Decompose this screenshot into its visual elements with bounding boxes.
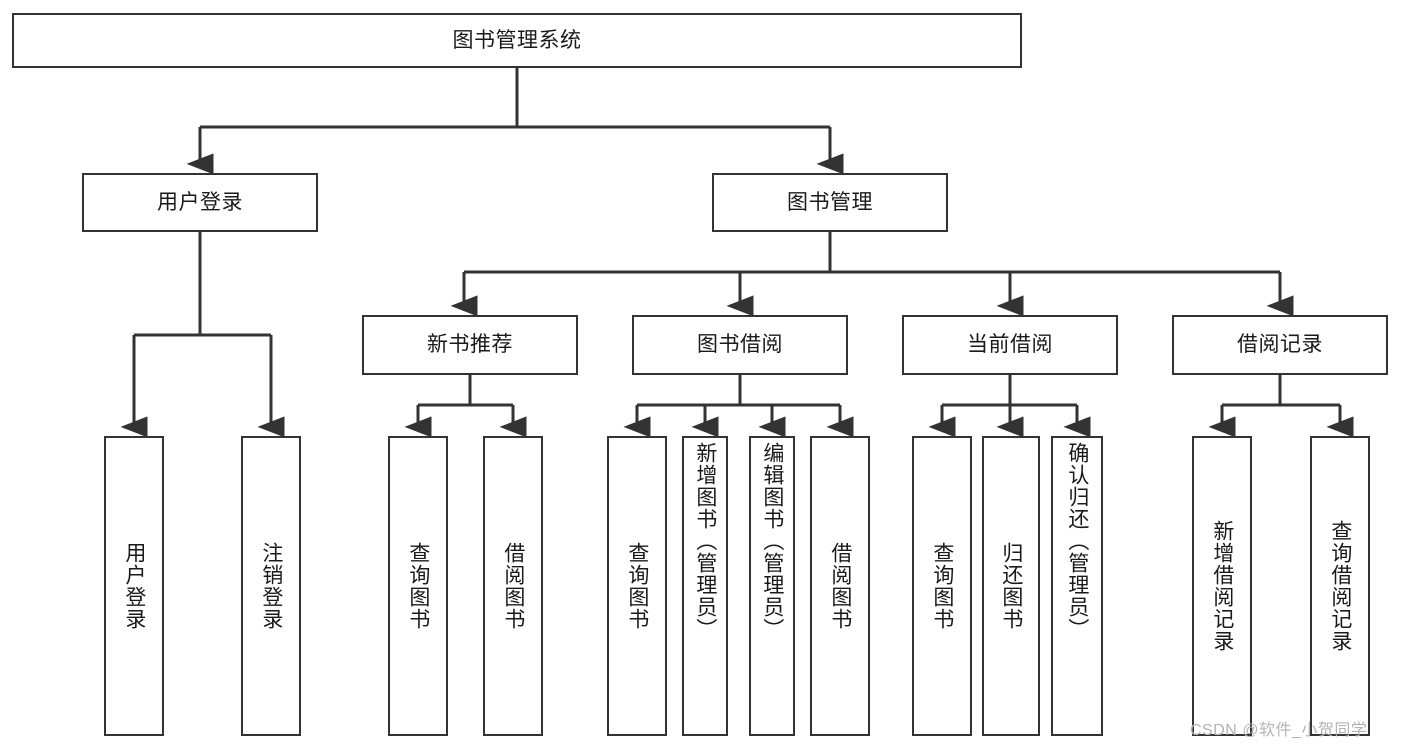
node-label: 归还图书 [999,542,1023,630]
node-leaf-user-login[interactable]: 用户登录 [104,436,164,736]
node-new-book-recommend[interactable]: 新书推荐 [362,315,578,375]
node-label: 注销登录 [259,542,283,630]
node-label: 新书推荐 [427,333,513,357]
node-label: 借阅图书 [828,542,852,630]
node-leaf-borrow-book-2[interactable]: 借阅图书 [810,436,870,736]
node-leaf-query-book-2[interactable]: 查询图书 [607,436,667,736]
node-leaf-return-book[interactable]: 归还图书 [982,436,1040,736]
node-label: 图书管理系统 [452,28,582,52]
node-leaf-query-record[interactable]: 查询借阅记录 [1310,436,1370,736]
node-leaf-user-logout[interactable]: 注销登录 [241,436,301,736]
node-root-system[interactable]: 图书管理系统 [12,13,1022,68]
node-label: 查询图书 [930,542,954,630]
node-label: 新增借阅记录 [1210,520,1234,652]
node-label: 用户登录 [157,190,243,214]
node-label: 查询图书 [625,542,649,630]
node-book-borrow[interactable]: 图书借阅 [632,315,848,375]
node-leaf-confirm-return[interactable]: 确认归还（管理员） [1051,436,1103,736]
node-label: 用户登录 [122,542,146,630]
node-leaf-add-record[interactable]: 新增借阅记录 [1192,436,1252,736]
node-label: 新增图书（管理员） [693,442,717,640]
node-current-borrow[interactable]: 当前借阅 [902,315,1118,375]
node-label: 当前借阅 [967,333,1053,357]
node-book-management[interactable]: 图书管理 [712,173,948,232]
node-leaf-edit-book[interactable]: 编辑图书（管理员） [749,436,795,736]
node-leaf-query-book-1[interactable]: 查询图书 [388,436,448,736]
node-leaf-add-book[interactable]: 新增图书（管理员） [682,436,728,736]
node-label: 借阅记录 [1237,333,1323,357]
node-label: 借阅图书 [501,542,525,630]
node-label: 查询图书 [406,542,430,630]
node-label: 确认归还（管理员） [1065,442,1089,640]
node-leaf-query-book-3[interactable]: 查询图书 [912,436,972,736]
node-label: 编辑图书（管理员） [760,442,784,640]
node-user-login[interactable]: 用户登录 [82,173,318,232]
node-label: 查询借阅记录 [1328,520,1352,652]
csdn-watermark: CSDN @软件_小贺同学 [1190,722,1368,739]
node-borrow-record[interactable]: 借阅记录 [1172,315,1388,375]
node-leaf-borrow-book-1[interactable]: 借阅图书 [483,436,543,736]
node-label: 图书管理 [787,190,873,214]
node-label: 图书借阅 [697,333,783,357]
